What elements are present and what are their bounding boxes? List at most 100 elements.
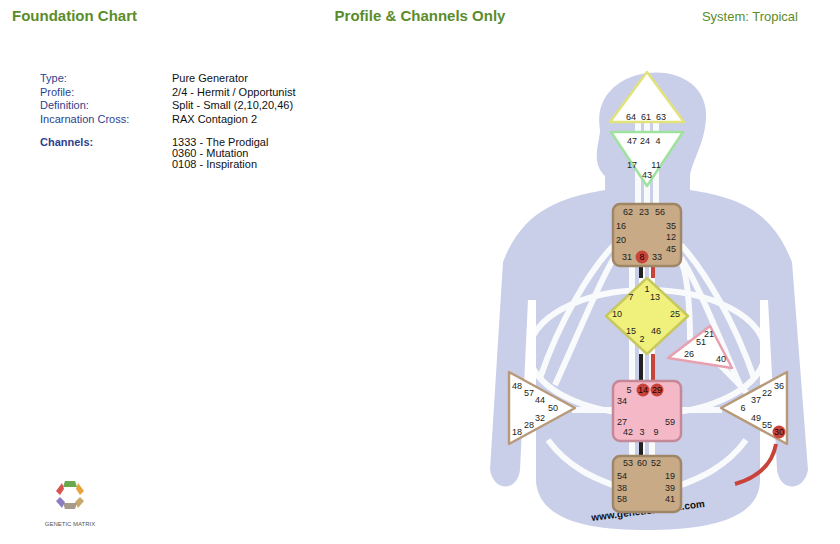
center-outline bbox=[606, 278, 688, 354]
gate-number: 27 bbox=[617, 418, 627, 427]
channel-line bbox=[651, 266, 655, 278]
gate-number: 51 bbox=[696, 338, 706, 347]
channel-path bbox=[540, 245, 614, 385]
gate-number: 26 bbox=[684, 350, 694, 359]
field-key: Profile: bbox=[40, 86, 74, 98]
heart-center: 21512640 bbox=[668, 326, 732, 370]
center-outline bbox=[613, 381, 681, 441]
gate-number: 36 bbox=[774, 382, 784, 391]
gate-number: 43 bbox=[642, 171, 652, 180]
gate-number: 49 bbox=[751, 414, 761, 423]
center-outline bbox=[613, 204, 681, 266]
gate-number: 34 bbox=[617, 397, 627, 406]
gate-number: 31 bbox=[622, 253, 632, 262]
gate-number: 12 bbox=[666, 233, 676, 242]
active-gate-number: 8 bbox=[636, 251, 649, 264]
gate-number: 42 bbox=[623, 428, 633, 437]
channel-line bbox=[639, 354, 643, 381]
gate-number: 16 bbox=[616, 222, 626, 231]
field-key: Incarnation Cross: bbox=[40, 113, 129, 125]
gate-number: 47 bbox=[627, 137, 637, 146]
g-center: 1713102515462 bbox=[606, 278, 688, 354]
gate-number: 56 bbox=[655, 208, 665, 217]
sacral-center: 514293427594239 bbox=[613, 381, 681, 441]
chart-subtitle: Profile & Channels Only bbox=[335, 8, 506, 25]
gate-number: 44 bbox=[535, 396, 545, 405]
channel-line bbox=[639, 441, 643, 456]
gate-number: 57 bbox=[524, 389, 534, 398]
channel-item: 0108 - Inspiration bbox=[172, 158, 257, 170]
gate-number: 33 bbox=[652, 253, 662, 262]
logo-piece bbox=[56, 497, 65, 508]
gate-number: 9 bbox=[653, 428, 658, 437]
spleen-center: 48574450322818 bbox=[509, 372, 575, 444]
center-outline bbox=[668, 326, 732, 368]
gate-number: 28 bbox=[524, 421, 534, 430]
gate-number: 15 bbox=[626, 327, 636, 336]
field-key: Type: bbox=[40, 72, 67, 84]
gate-number: 63 bbox=[656, 113, 666, 122]
gate-number: 54 bbox=[617, 472, 627, 481]
gate-number: 50 bbox=[548, 404, 558, 413]
center-outline bbox=[611, 132, 683, 186]
gate-number: 1 bbox=[644, 285, 649, 294]
gate-number: 11 bbox=[651, 161, 660, 170]
gate-number: 59 bbox=[665, 418, 675, 427]
center-outline bbox=[509, 372, 575, 444]
gate-number: 38 bbox=[617, 484, 627, 493]
gate-number: 37 bbox=[751, 396, 761, 405]
gate-number: 25 bbox=[670, 310, 680, 319]
active-gate-number: 30 bbox=[773, 426, 786, 439]
gate-number: 20 bbox=[616, 236, 626, 245]
gate-number: 53 bbox=[623, 459, 633, 468]
logo-text: GENETIC MATRIX bbox=[45, 521, 96, 528]
gate-number: 55 bbox=[762, 421, 772, 430]
root-center: 536052541938395841 bbox=[613, 456, 681, 512]
gate-number: 61 bbox=[641, 113, 651, 122]
channel-paths bbox=[529, 118, 765, 485]
gate-number: 24 bbox=[640, 137, 650, 146]
channel-path bbox=[681, 262, 748, 395]
gate-number: 4 bbox=[655, 137, 660, 146]
active-gate-number: 29 bbox=[651, 384, 664, 397]
gate-number: 13 bbox=[650, 293, 660, 302]
channel-line bbox=[639, 266, 643, 278]
gate-number: 10 bbox=[612, 310, 622, 319]
ajna-center: 47244171143 bbox=[611, 132, 683, 186]
logo-piece bbox=[56, 483, 64, 495]
logo-piece bbox=[76, 483, 84, 495]
hanging-gate-line bbox=[735, 444, 776, 484]
center-outline bbox=[613, 456, 681, 512]
center-outline bbox=[721, 372, 787, 444]
solar-plexus-center: 362237 6 495530 bbox=[721, 372, 787, 444]
field-value: 2/4 - Hermit / Opportunist bbox=[172, 86, 296, 98]
active-gate-number: 14 bbox=[637, 384, 650, 397]
logo-piece bbox=[63, 503, 77, 509]
gate-number: 60 bbox=[637, 459, 647, 468]
gate-number: 18 bbox=[512, 428, 522, 437]
field-key: Definition: bbox=[40, 99, 89, 111]
gate-number: 46 bbox=[651, 327, 661, 336]
channel-item: 1333 - The Prodigal bbox=[172, 136, 268, 148]
logo-piece bbox=[75, 497, 84, 508]
gate-number: 58 bbox=[617, 495, 627, 504]
head-center: 64 61 63 bbox=[610, 72, 684, 122]
gate-number: 64 bbox=[626, 113, 636, 122]
gate-number: 5 bbox=[626, 386, 631, 395]
gate-number: 40 bbox=[716, 355, 726, 364]
chart-title: Foundation Chart bbox=[12, 8, 137, 25]
gate-number: 19 bbox=[665, 472, 675, 481]
throat-center: 622356163520124531833 bbox=[613, 204, 681, 266]
field-value: Pure Generator bbox=[172, 72, 248, 84]
channel-line bbox=[651, 354, 655, 381]
field-value: RAX Contagion 2 bbox=[172, 113, 257, 125]
gate-number: 6 bbox=[740, 404, 745, 413]
gate-number: 62 bbox=[623, 208, 633, 217]
gate-number: 39 bbox=[665, 484, 675, 493]
logo-mark bbox=[56, 481, 84, 509]
gate-number: 22 bbox=[762, 389, 772, 398]
field-key: Channels: bbox=[40, 136, 93, 148]
